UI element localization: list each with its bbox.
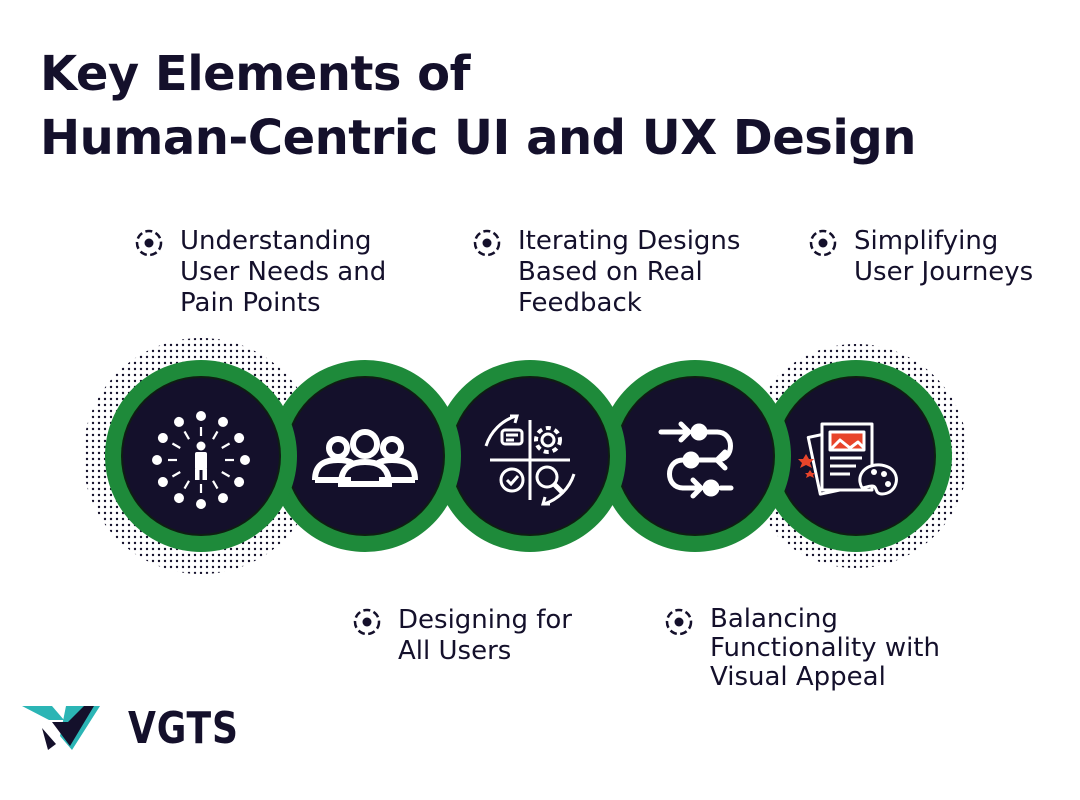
label-designing-for-all: Designing for All Users (352, 605, 572, 667)
title-line-2: Human-Centric UI and UX Design (40, 110, 916, 166)
label-line: Iterating Designs (518, 226, 741, 256)
label-line: Designing for (398, 605, 572, 635)
label-line: Balancing (710, 604, 838, 634)
vgts-logo: VGTS (22, 700, 263, 756)
label-line: Simplifying (854, 226, 999, 256)
target-bullet-icon (135, 229, 163, 257)
label-line: Based on Real (518, 257, 703, 287)
user-group-icon (312, 429, 418, 487)
label-line: Understanding (180, 226, 372, 256)
label-simplifying-journeys: Simplifying User Journeys (808, 226, 1033, 288)
target-bullet-icon (353, 608, 381, 636)
journey-arrows-icon (658, 421, 734, 499)
brand-name: VGTS (128, 702, 239, 754)
page-title: Key Elements of Human-Centric UI and UX … (40, 42, 916, 170)
target-bullet-icon (473, 229, 501, 257)
target-bullet-icon (665, 608, 693, 636)
label-line: Pain Points (180, 288, 321, 318)
label-line: Feedback (518, 288, 642, 318)
label-line: User Journeys (854, 257, 1034, 287)
feedback-iteration-icon (484, 414, 576, 506)
title-line-1: Key Elements of (40, 46, 471, 102)
circle-feedback-iteration (434, 360, 626, 552)
label-line: All Users (398, 636, 512, 666)
users-network-icon (152, 411, 250, 509)
label-line: Visual Appeal (710, 662, 886, 692)
label-line: User Needs and (180, 257, 387, 287)
label-iterating-designs: Iterating Designs Based on Real Feedback (472, 226, 740, 319)
label-understanding-user-needs: Understanding User Needs and Pain Points (134, 226, 386, 319)
design-palette-icon (798, 422, 898, 496)
target-bullet-icon (809, 229, 837, 257)
label-balancing-functionality: Balancing Functionality with Visual Appe… (664, 605, 940, 692)
vgts-logo-mark-icon (22, 706, 100, 750)
label-line: Functionality with (710, 633, 940, 663)
